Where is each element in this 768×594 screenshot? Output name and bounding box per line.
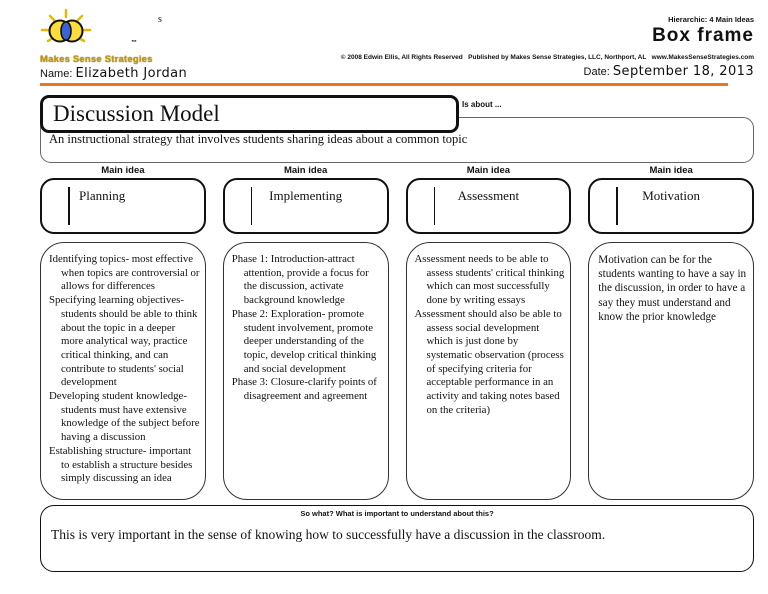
detail-entry: Specifying learning objectives- students… [49,294,198,389]
hierarchic-label: Hierarchic: 4 Main Ideas [668,15,754,24]
main-idea-box-row: Planning Implementing Assessment Motivat… [40,178,754,234]
main-idea-box-motivation: Motivation [588,178,754,234]
name-row: Name: Elizabeth Jordan [40,66,187,81]
main-idea-label-4: Main idea [649,165,693,176]
main-idea-title: Assessment [457,188,520,203]
date-row: Date: September 18, 2013 [584,64,754,79]
detail-box-planning: Identifying topics- most effective when … [40,242,206,500]
is-about-label: Is about ... [462,100,502,109]
detail-box-row: Identifying topics- most effective when … [40,242,754,500]
detail-entry: Assessment needs to be able to assess st… [414,253,565,307]
stray-character: s [158,14,162,25]
detail-entry: Developing student knowledge- students m… [49,390,200,444]
date-label: Date: [583,66,610,78]
main-idea-title: Planning [79,188,126,203]
main-idea-box-planning: Planning [40,178,206,234]
main-idea-label-2: Main idea [283,165,328,176]
name-label: Name: [40,68,73,80]
copyright-line: © 2008 Edwin Ellis, All Rights Reserved … [340,54,754,61]
main-ideas-section: Main idea Main idea Main idea Main idea … [40,165,754,500]
main-idea-title: Implementing [269,188,343,203]
detail-box-assessment: Assessment needs to be able to assess st… [405,242,572,500]
detail-entry: Motivation can be for the students wanti… [598,254,747,323]
main-idea-title: Motivation [642,188,701,203]
main-idea-label-row: Main idea Main idea Main idea Main idea [40,165,754,178]
so-what-box: So what? What is important to understand… [40,505,754,572]
detail-entry: Phase 1: Introduction-attract attention,… [231,253,369,307]
tick-line [68,187,70,225]
so-what-text: This is very important in the sense of k… [51,527,606,542]
so-what-label: So what? What is important to understand… [300,509,494,518]
main-idea-label-3: Main idea [466,165,511,176]
name-value: Elizabeth Jordan [75,66,188,81]
detail-entry: Phase 3: Closure-clarify points of disag… [231,376,377,403]
detail-entry: Assessment should also be able to assess… [414,307,564,416]
makes-sense-sun-logo-icon [40,8,92,43]
topic-title: Discussion Model [53,101,220,126]
detail-box-implementing: Phase 1: Introduction-attract attention,… [222,242,389,500]
tick-line [616,187,618,225]
main-idea-box-assessment: Assessment [405,178,572,234]
main-idea-label-1: Main idea [101,165,145,176]
detail-entry: Phase 2: Exploration- promote student in… [231,307,377,375]
detail-entry: Identifying topics- most effective when … [49,253,200,293]
tick-line [250,187,253,225]
detail-box-motivation: Motivation can be for the students wanti… [588,242,754,500]
template-title: Box frame [652,25,754,46]
tick-line [433,187,435,225]
topic-description: An instructional strategy that involves … [49,132,468,146]
trademark-symbol: ™ [131,40,137,46]
orange-divider [40,83,728,86]
brand-name: Makes Sense Strategies [40,54,153,65]
topic-title-box: Discussion Model [40,95,459,133]
main-idea-box-implementing: Implementing [222,178,389,234]
detail-entry: Establishing structure- important to est… [49,444,193,485]
date-value: September 18, 2013 [612,64,754,79]
